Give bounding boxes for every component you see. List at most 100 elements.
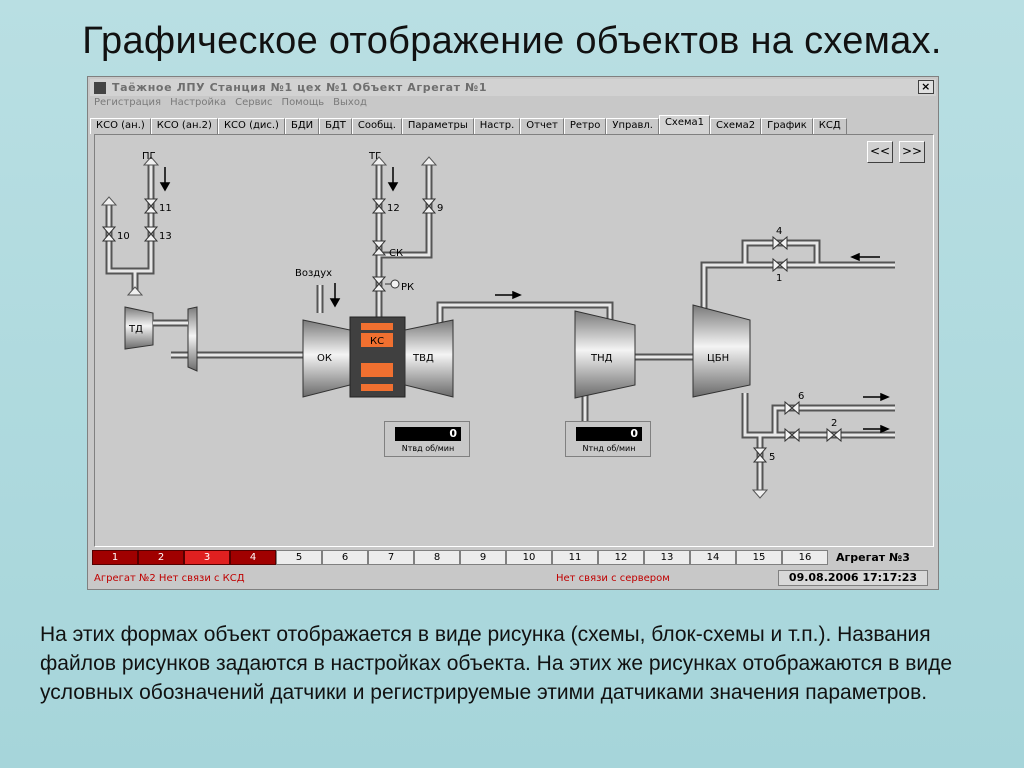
valve-4-label: 4 [776,226,782,237]
unit-button-12[interactable]: 12 [598,550,644,565]
app-icon [94,81,106,94]
tab-bar: КСО (ан.) КСО (ан.2) КСО (дис.) БДИ БДТ … [90,115,847,134]
scheme-canvas: << >> [94,134,934,547]
valve-12-icon [371,198,387,214]
unit-button-15[interactable]: 15 [736,550,782,565]
unit-button-11[interactable]: 11 [552,550,598,565]
ks-label: КС [370,336,384,347]
close-button[interactable]: × [918,80,934,94]
gas-turbine-scheme: ПГ ТГ Воздух ТД ОК КС ТВД ТНД ЦБН СК РК … [100,151,895,499]
td-body [124,306,154,350]
unit-button-7[interactable]: 7 [368,550,414,565]
valve-11-label: 11 [159,203,172,214]
current-unit-label: Агрегат №3 [836,551,910,564]
ks-flame-mid [361,363,393,377]
valve-10-label: 10 [117,231,130,242]
tnd-speed-caption: Nтнд об/мин [582,444,636,453]
tnd-speed-indicator: 0 Nтнд об/мин [565,421,651,457]
slide-body-text: На этих формах объект отображается в вид… [40,623,953,704]
tvd-speed-caption: Nтвд об/мин [401,444,455,453]
unit-button-13[interactable]: 13 [644,550,690,565]
unit-button-3[interactable]: 3 [184,550,230,565]
unit-button-2[interactable]: 2 [138,550,184,565]
valve-13-label: 13 [159,231,172,242]
ks-flame-bottom [361,384,393,391]
valve-icons [101,198,842,463]
unit-button-16[interactable]: 16 [782,550,828,565]
window-titlebar[interactable]: Таёжное ЛПУ Станция №1 цех №1 Объект Агр… [90,79,936,96]
tab-parameters[interactable]: Параметры [401,118,474,134]
flow-arrows [159,167,890,434]
ok-label: ОК [317,353,332,364]
valve-12-label: 12 [387,203,400,214]
unit-button-6[interactable]: 6 [322,550,368,565]
tab-report[interactable]: Отчет [520,118,564,134]
unit-button-4[interactable]: 4 [230,550,276,565]
tab-bdi[interactable]: БДИ [284,118,320,134]
tab-messages[interactable]: Сообщ. [351,118,402,134]
next-scheme-button[interactable]: >> [899,141,925,163]
valve-6-icon [784,400,800,416]
valve-9-icon [421,198,437,214]
tvd-turbine [404,319,454,398]
prev-scheme-button[interactable]: << [867,141,893,163]
app-window: Таёжное ЛПУ Станция №1 цех №1 Объект Агр… [87,76,939,590]
ks-combustor [349,316,406,398]
cbn-compressor [692,304,751,398]
tab-scheme2[interactable]: Схема2 [710,118,762,134]
tab-kso-an2[interactable]: КСО (ан.2) [150,118,218,134]
pg-label: ПГ [142,151,156,162]
unit-button-10[interactable]: 10 [506,550,552,565]
status-server-message: Нет связи с сервером [556,573,670,584]
unit-button-1[interactable]: 1 [92,550,138,565]
tvd-speed-indicator: 0 Nтвд об/мин [384,421,470,457]
pipes-core [107,165,895,490]
unit-button-14[interactable]: 14 [690,550,736,565]
tab-scheme1[interactable]: Схема1 [658,115,711,134]
tnd-speed-value: 0 [576,427,642,441]
status-bar: Агрегат №2 Нет связи с КСД Нет связи с с… [90,569,936,587]
valve-1-icon [772,257,788,273]
slide-title: Графическое отображение объектов на схем… [82,20,942,62]
valve-13-icon [143,226,159,242]
tab-kso-an[interactable]: КСО (ан.) [90,118,151,134]
valve-11-icon [143,198,159,214]
valve-rk-icon [371,276,387,292]
valve-2a-icon [784,427,800,443]
tab-settings[interactable]: Настр. [473,118,521,134]
valve-2-label: 2 [831,418,837,429]
tab-control[interactable]: Управл. [606,118,659,134]
window-title: Таёжное ЛПУ Станция №1 цех №1 Объект Агр… [112,81,488,94]
tab-graph[interactable]: График [761,118,813,134]
valve-5-label: 5 [769,452,775,463]
menu-item-help[interactable]: Помощь [281,97,325,108]
tvd-label: ТВД [412,353,434,364]
valve-1-label: 1 [776,273,782,284]
valve-sk-icon [371,240,387,256]
tnd-label: ТНД [590,353,613,364]
tab-retro[interactable]: Ретро [563,118,607,134]
menu-item-exit[interactable]: Выход [333,97,367,108]
td-disc [187,306,198,372]
menu-bar: Регистрация Настройка Сервис Помощь Выхо… [94,97,367,113]
menu-item-registration[interactable]: Регистрация [94,97,162,108]
valve-6-label: 6 [798,391,804,402]
tnd-turbine [574,310,636,399]
cbn-label: ЦБН [707,353,729,364]
td-label: ТД [128,324,143,335]
ks-flame-top [361,323,393,330]
tab-ksd[interactable]: КСД [812,118,847,134]
menu-item-service[interactable]: Сервис [235,97,273,108]
valve-9-label: 9 [437,203,443,214]
unit-button-9[interactable]: 9 [460,550,506,565]
unit-button-8[interactable]: 8 [414,550,460,565]
unit-button-5[interactable]: 5 [276,550,322,565]
tab-kso-dis[interactable]: КСО (дис.) [217,118,285,134]
valve-4-icon [772,235,788,251]
rk-actuator-icon [390,279,400,289]
tab-bdt[interactable]: БДТ [319,118,352,134]
tg-label: ТГ [368,151,381,162]
valve-2b-icon [826,427,842,443]
air-label: Воздух [295,268,332,279]
menu-item-settings[interactable]: Настройка [170,97,227,108]
